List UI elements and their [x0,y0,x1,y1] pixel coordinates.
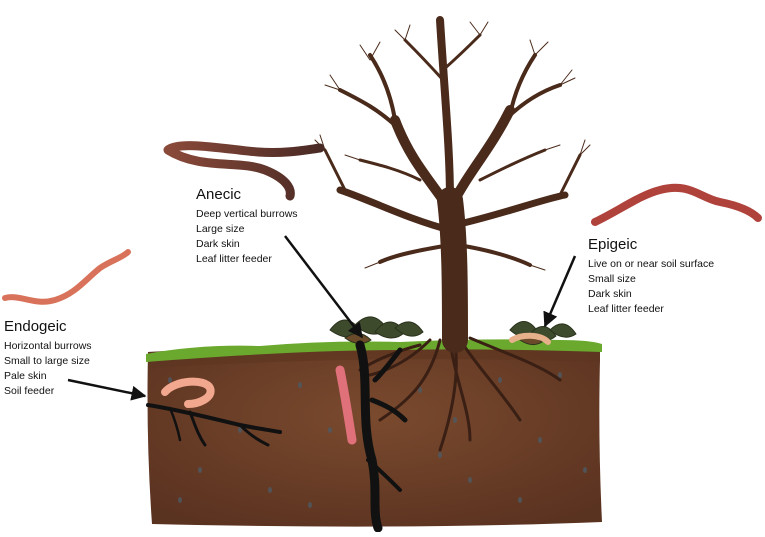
anecic-label: Anecic Deep vertical burrows Large size … [196,186,298,267]
epigeic-trait-2: Small size [588,273,636,285]
anecic-trait-3: Dark skin [196,238,240,250]
anecic-arrow [284,235,363,339]
epigeic-trait-4: Leaf litter feeder [588,303,664,315]
epigeic-trait-1: Live on or near soil surface [588,258,715,270]
endogeic-worm-illustration [2,249,131,305]
tree-roots [358,336,562,452]
anecic-vertical-burrow [355,340,408,533]
epigeic-trait-3: Dark skin [588,288,632,300]
endogeic-horizontal-burrow [146,403,282,447]
endogeic-trait-2: Small to large size [4,355,90,367]
endogeic-title: Endogeic [4,318,67,335]
anecic-worm-in-burrow [335,365,357,445]
endogeic-trait-4: Soil feeder [4,385,55,397]
endogeic-arrow [67,378,147,401]
anecic-trait-4: Leaf litter feeder [196,253,272,265]
endogeic-trait-1: Horizontal burrows [4,340,92,352]
endogeic-worm-in-soil [161,377,215,408]
anecic-title: Anecic [196,186,242,203]
epigeic-title: Epigeic [588,236,638,253]
endogeic-label: Endogeic Horizontal burrows Small to lar… [4,318,92,399]
epigeic-worm-illustration [591,183,762,226]
endogeic-trait-3: Pale skin [4,370,47,382]
epigeic-arrow [543,255,577,328]
leaf-litter-center [329,316,424,344]
anecic-trait-1: Deep vertical burrows [196,208,298,220]
epigeic-label: Epigeic Live on or near soil surface Sma… [588,236,714,317]
epigeic-worm-on-surface [509,332,551,345]
anecic-worm-illustration [163,141,325,201]
tree [314,16,591,353]
anecic-trait-2: Large size [196,223,245,235]
